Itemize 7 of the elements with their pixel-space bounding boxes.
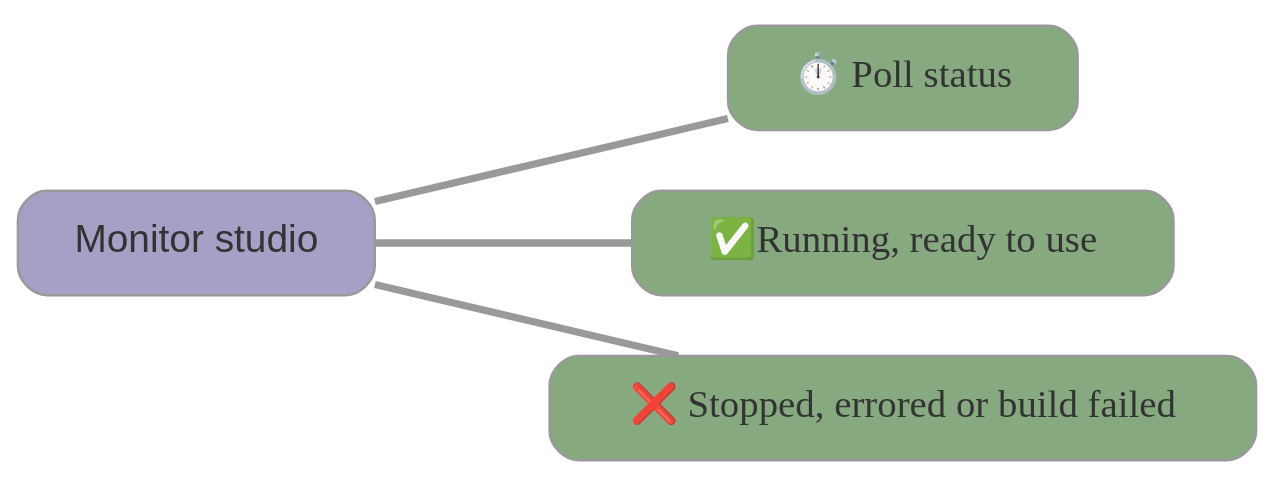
node-box: Monitor studio [16, 189, 376, 297]
node-box: ❌ Stopped, errored or build failed [548, 354, 1258, 462]
connector [374, 280, 680, 360]
node-box: ✅Running, ready to use [630, 189, 1175, 297]
connector [374, 115, 729, 206]
connector [374, 239, 632, 247]
node-box: ⏱ Poll status [726, 24, 1079, 132]
